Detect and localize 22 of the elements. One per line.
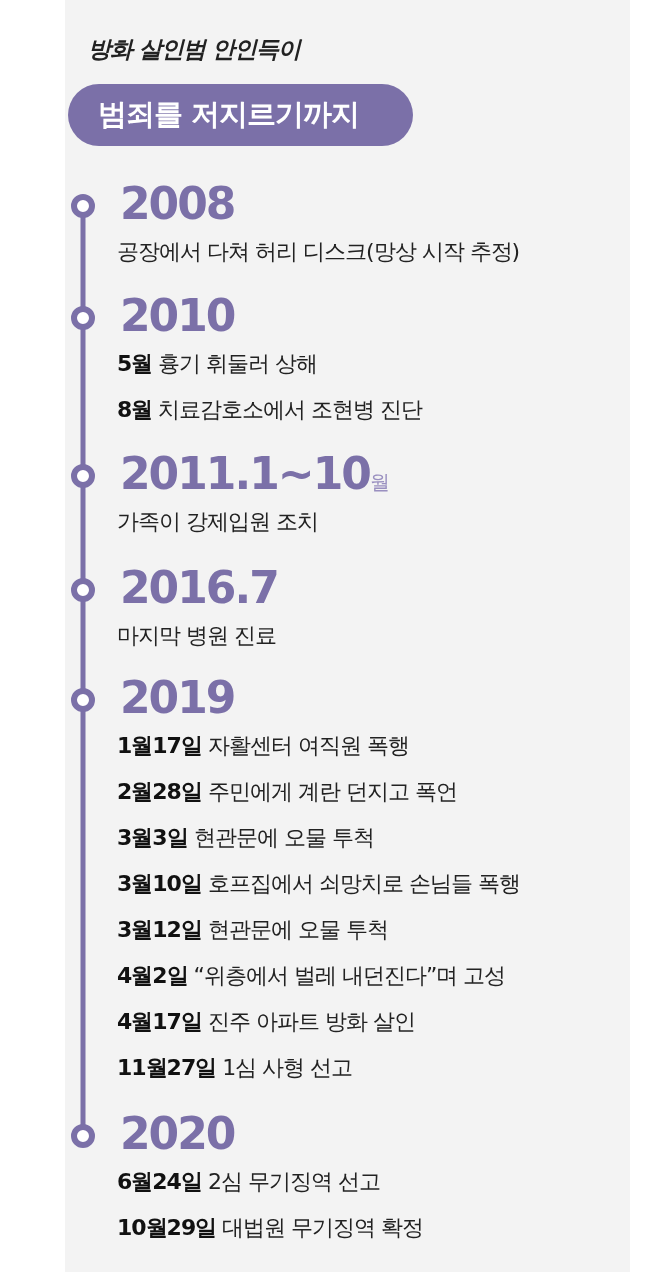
event-text: 6월24일 2심 무기징역 선고 bbox=[117, 1168, 380, 1196]
event-text: 1월17일 자활센터 여직원 폭행 bbox=[117, 732, 409, 760]
event-text: 공장에서 다쳐 허리 디스크(망상 시작 추정) bbox=[117, 238, 520, 266]
title: 방화 살인범 안인득이 bbox=[88, 35, 300, 64]
event-text: 11월27일 1심 사형 선고 bbox=[117, 1054, 353, 1082]
year-heading: 2020 bbox=[120, 1109, 235, 1159]
event-text: 10월29일 대법원 무기징역 확정 bbox=[117, 1214, 424, 1242]
year-heading: 2010 bbox=[120, 291, 235, 341]
heading-badge: 범죄를 저지르기까지 bbox=[68, 84, 413, 146]
event-text: 3월3일 현관문에 오물 투척 bbox=[117, 824, 374, 852]
event-text: 2월28일 주민에게 계란 던지고 폭언 bbox=[117, 778, 457, 806]
event-text: 4월2일 “위층에서 벌레 내던진다”며 고성 bbox=[117, 962, 506, 990]
year-heading: 2016.7 bbox=[120, 563, 278, 613]
year-heading: 2008 bbox=[120, 179, 235, 229]
event-text: 8월 치료감호소에서 조현병 진단 bbox=[117, 396, 423, 424]
event-text: 마지막 병원 진료 bbox=[117, 622, 276, 650]
event-text: 5월 흉기 휘둘러 상해 bbox=[117, 350, 318, 378]
year-heading: 2019 bbox=[120, 673, 235, 723]
event-text: 4월17일 진주 아파트 방화 살인 bbox=[117, 1008, 415, 1036]
event-text: 가족이 강제입원 조치 bbox=[117, 508, 318, 536]
event-text: 3월10일 호프집에서 쇠망치로 손님들 폭행 bbox=[117, 870, 520, 898]
event-text: 3월12일 현관문에 오물 투척 bbox=[117, 916, 388, 944]
